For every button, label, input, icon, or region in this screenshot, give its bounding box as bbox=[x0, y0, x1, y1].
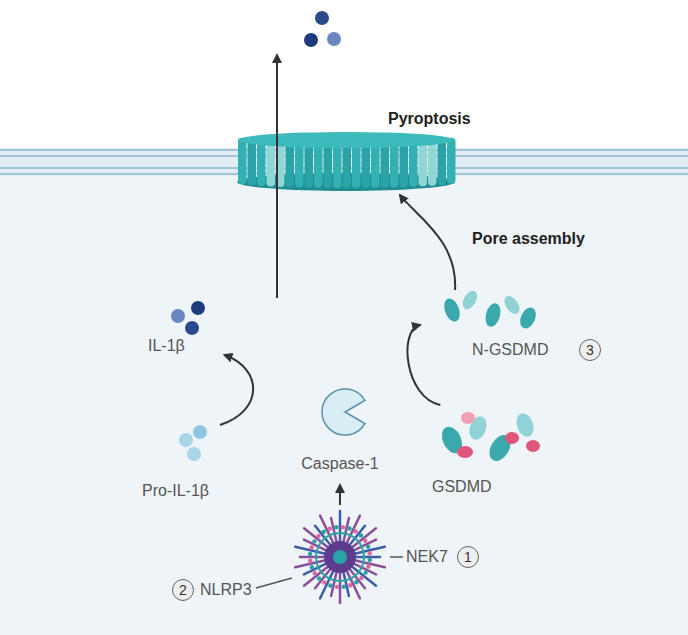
inflammasome-bead bbox=[366, 545, 370, 549]
node-text: Pro-IL-1β bbox=[142, 482, 209, 500]
n-gsdmd-icon bbox=[441, 288, 539, 331]
node-text: N-GSDMD bbox=[472, 341, 548, 359]
inflammasome-bead bbox=[317, 576, 321, 580]
inflammasome-bead bbox=[366, 564, 370, 568]
connector-arrow bbox=[339, 485, 341, 505]
caspase-icon bbox=[322, 389, 365, 435]
pore-stave bbox=[248, 137, 257, 185]
connector-arrow bbox=[400, 195, 455, 290]
pore-node: Pyroptosis bbox=[235, 55, 485, 195]
leader-line bbox=[256, 578, 292, 588]
callout-number: 3 bbox=[579, 339, 601, 361]
callout-number: 1 bbox=[457, 546, 479, 568]
callout-number: 2 bbox=[172, 579, 194, 601]
inflammasome bbox=[295, 511, 385, 603]
inflammasome-bead bbox=[363, 539, 367, 543]
inflammasome-bead bbox=[322, 580, 326, 584]
cytoplasm bbox=[0, 162, 688, 635]
inflammasome-bead bbox=[348, 583, 352, 587]
pro-il1b-dot bbox=[179, 433, 193, 447]
pro-il1b-dot bbox=[193, 425, 207, 439]
inflammasome-bead bbox=[335, 585, 339, 589]
inflammasome-core bbox=[324, 541, 356, 573]
node-text: GSDMD bbox=[432, 478, 492, 496]
connector-arrow bbox=[407, 325, 440, 405]
inflammasome-bead bbox=[342, 585, 346, 589]
pore-stave bbox=[238, 138, 247, 185]
inflammasome-bead bbox=[316, 534, 320, 538]
inflammasome-core bbox=[333, 550, 347, 564]
node-text: IL-1β bbox=[148, 337, 185, 355]
inflammasome-bead bbox=[312, 539, 316, 543]
inflammasome-bead bbox=[328, 527, 332, 531]
inflammasome-bead bbox=[368, 558, 372, 562]
inflammasome-spoke bbox=[344, 573, 349, 596]
inflammasome-bead bbox=[308, 552, 312, 556]
inflammasome-node: NEK7NLRP3 bbox=[195, 505, 460, 610]
pore-stave bbox=[438, 137, 447, 185]
il1b-dot bbox=[171, 309, 185, 323]
inflammasome-bead bbox=[308, 559, 312, 563]
il1b-dot bbox=[327, 32, 341, 46]
inflammasome-bead bbox=[334, 525, 338, 529]
molecule-label: IL-1β bbox=[145, 298, 282, 355]
il1b-dot bbox=[304, 33, 318, 47]
gsdmd-icon bbox=[438, 411, 540, 465]
inflammasome-spoke bbox=[339, 511, 342, 541]
inflammasome-bead bbox=[341, 525, 345, 529]
il1b-dot bbox=[185, 321, 199, 335]
inflammasome-bead bbox=[347, 526, 351, 530]
node-text: Pyroptosis bbox=[388, 110, 471, 128]
connector-arrow bbox=[220, 355, 253, 425]
edge-label: Pore assembly bbox=[472, 230, 585, 248]
inflammasome-spoke bbox=[331, 518, 336, 541]
molecule-label: GSDMD bbox=[430, 405, 545, 500]
il1b-dot bbox=[191, 301, 205, 315]
inflammasome-bead bbox=[363, 570, 367, 574]
molecule-label: N-GSDMD bbox=[420, 290, 575, 360]
inflammasome-bead bbox=[313, 571, 317, 575]
inflammasome-bead bbox=[310, 565, 314, 569]
inflammasome-bead bbox=[322, 530, 326, 534]
inflammasome-spoke bbox=[300, 556, 324, 559]
inflammasome-spoke bbox=[356, 556, 380, 559]
inflammasome-bead bbox=[368, 551, 372, 555]
pore-stave bbox=[447, 138, 456, 184]
pore-rim bbox=[238, 132, 454, 148]
node-text: NLRP3 bbox=[200, 581, 252, 599]
inflammasome-bead bbox=[328, 583, 332, 587]
molecule-label: Pro-IL-1β bbox=[140, 425, 240, 505]
gsdmd-pore bbox=[237, 132, 456, 191]
inflammasome-bead bbox=[309, 545, 313, 549]
inflammasome-bead bbox=[359, 533, 363, 537]
leader-line bbox=[390, 556, 403, 558]
inflammasome-bead bbox=[354, 580, 358, 584]
inflammasome-spoke bbox=[339, 573, 342, 603]
inflammasome-bead bbox=[359, 576, 363, 580]
node-text: Caspase-1 bbox=[301, 455, 378, 473]
pro-il1b-dot bbox=[187, 447, 201, 461]
node-text: NEK7 bbox=[406, 548, 448, 566]
inflammasome-bead bbox=[353, 529, 357, 533]
inflammasome-ring bbox=[316, 533, 364, 581]
il1b-dot bbox=[315, 11, 329, 25]
connector-arrow bbox=[276, 55, 278, 298]
enzyme-label: Caspase-1 bbox=[280, 385, 400, 485]
